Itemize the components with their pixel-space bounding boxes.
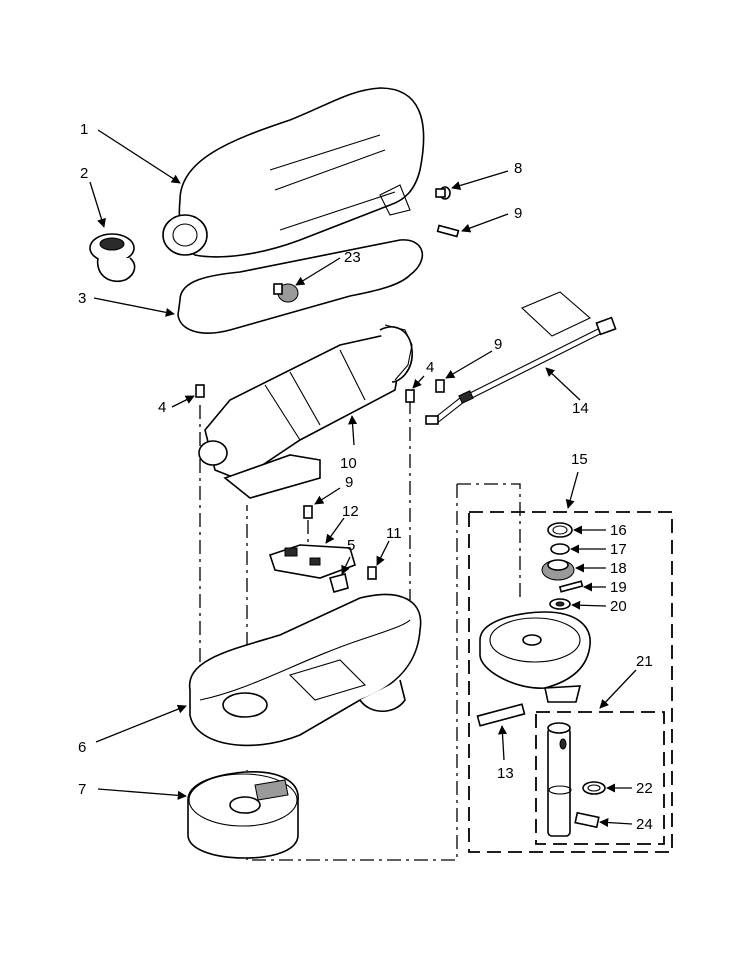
o-ring-22 (582, 781, 606, 795)
knob-23 (273, 283, 299, 303)
gear-18 (541, 559, 575, 581)
attachment-shaft (547, 722, 572, 837)
callout-4-right: 4 (426, 359, 434, 376)
screw-8 (435, 186, 451, 200)
screw-9-mid (303, 505, 313, 519)
callout-14: 14 (572, 400, 589, 417)
callout-7: 7 (78, 781, 86, 798)
callout-23: 23 (344, 249, 361, 266)
control-board (268, 544, 356, 579)
callout-21: 21 (636, 653, 653, 670)
motor (198, 324, 413, 499)
screw-4-left (195, 384, 205, 398)
callout-15: 15 (571, 451, 588, 468)
callout-22: 22 (636, 780, 653, 797)
retaining-ring-16 (547, 522, 573, 538)
callout-10: 10 (340, 455, 357, 472)
callout-13: 13 (497, 765, 514, 782)
washer-17 (550, 543, 570, 555)
callout-4-left: 4 (158, 399, 166, 416)
pin-24 (574, 811, 600, 829)
callout-19: 19 (610, 579, 627, 596)
callout-18: 18 (610, 560, 627, 577)
callout-17: 17 (610, 541, 627, 558)
attachment-shaft-box (535, 711, 665, 845)
switch-5 (329, 573, 349, 593)
callout-9-cord: 9 (494, 336, 502, 353)
washer-20 (549, 598, 571, 610)
callout-9-mid: 9 (345, 474, 353, 491)
pin-19 (558, 580, 584, 593)
motor-housing (162, 87, 425, 258)
callout-12: 12 (342, 503, 359, 520)
gear-housing (187, 771, 299, 859)
gear-case (188, 593, 422, 747)
screw-4-right (405, 389, 415, 403)
planetary-hub (479, 611, 591, 703)
pin-13 (476, 703, 526, 727)
callout-1: 1 (80, 121, 88, 138)
callout-5: 5 (347, 537, 355, 554)
callout-20: 20 (610, 598, 627, 615)
callout-9-top: 9 (514, 205, 522, 222)
power-cord (425, 291, 617, 425)
trim-band (177, 239, 424, 334)
callout-3: 3 (78, 290, 86, 307)
callout-8: 8 (514, 160, 522, 177)
screw-11 (367, 566, 377, 580)
hub-cover (89, 233, 136, 282)
callout-labels: 1 2 3 4 4 5 6 7 8 9 9 9 10 11 12 13 14 1… (78, 121, 653, 833)
callout-24: 24 (636, 816, 653, 833)
callout-6: 6 (78, 739, 86, 756)
screw-9-top (436, 224, 460, 238)
planetary-assembly-box (468, 511, 673, 853)
callout-11: 11 (386, 525, 402, 542)
callout-2: 2 (80, 165, 88, 182)
screw-9-cord (435, 379, 445, 393)
callout-16: 16 (610, 522, 627, 539)
leader-lines (89, 129, 637, 828)
